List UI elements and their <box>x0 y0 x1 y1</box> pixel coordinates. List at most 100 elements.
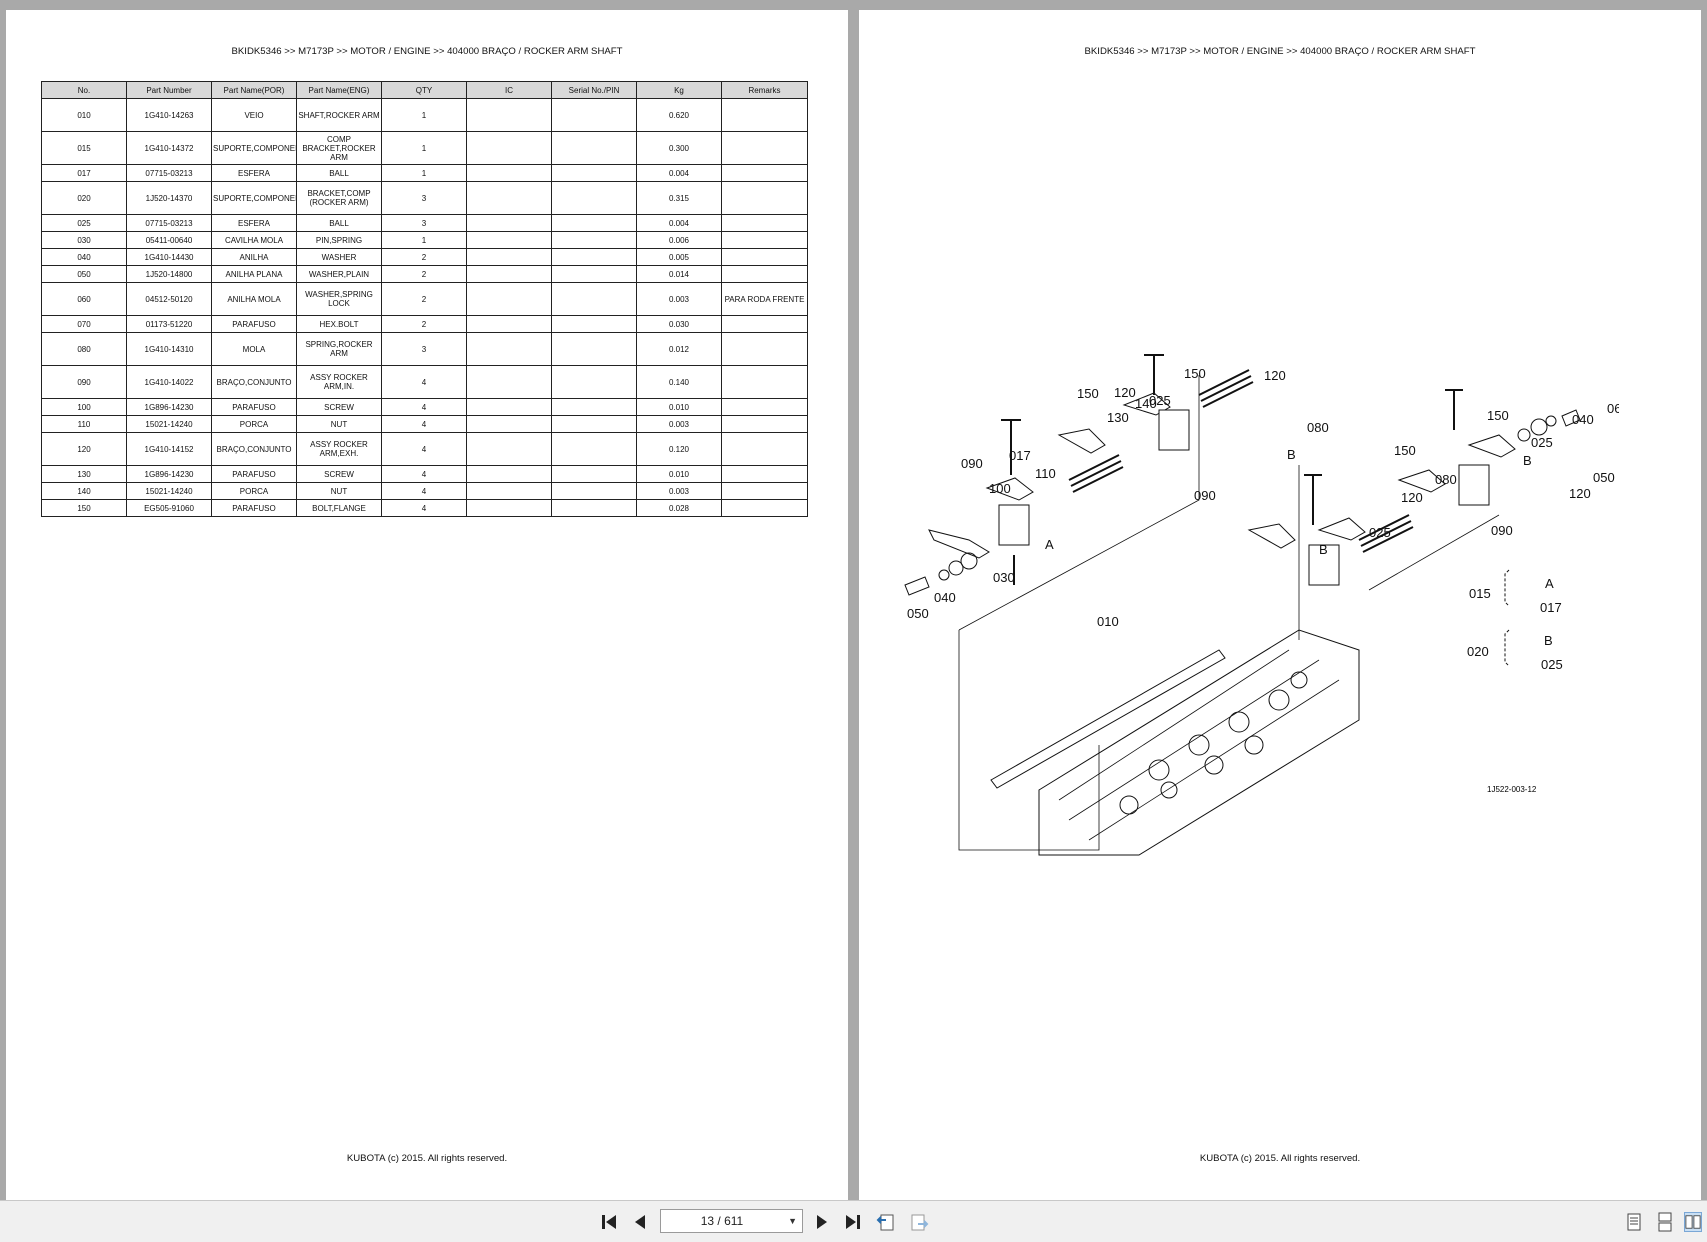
table-cell-eng: SCREW <box>296 398 382 416</box>
part-callout: 150 <box>1184 366 1206 381</box>
table-cell-qty: 2 <box>381 282 467 316</box>
column-header: QTY <box>381 81 467 99</box>
table-cell-part: 07715-03213 <box>126 214 212 232</box>
table-cell-eng: PIN,SPRING <box>296 231 382 249</box>
table-cell-ic <box>466 499 552 517</box>
table-cell-no: 090 <box>41 365 127 399</box>
table-cell-por: BRAÇO,CONJUNTO <box>211 365 297 399</box>
part-callout: 110 <box>1035 466 1056 481</box>
table-cell-serial <box>551 164 637 182</box>
part-callout: 140 <box>1135 396 1157 411</box>
table-cell-ic <box>466 231 552 249</box>
table-cell-remarks <box>721 164 808 182</box>
table-cell-part: 1G896-14230 <box>126 465 212 483</box>
table-cell-qty: 3 <box>381 214 467 232</box>
table-cell-qty: 3 <box>381 332 467 366</box>
table-cell-part: 1G410-14263 <box>126 98 212 132</box>
table-cell-remarks <box>721 465 808 483</box>
table-cell-no: 010 <box>41 98 127 132</box>
table-cell-serial <box>551 98 637 132</box>
table-cell-no: 015 <box>41 131 127 165</box>
chevron-down-icon[interactable]: ▼ <box>788 1216 797 1226</box>
part-callout: 080 <box>1307 420 1329 435</box>
table-cell-qty: 4 <box>381 465 467 483</box>
table-cell-remarks <box>721 415 808 433</box>
table-cell-kg: 0.005 <box>636 248 722 266</box>
table-cell-no: 050 <box>41 265 127 283</box>
table-cell-part: 05411-00640 <box>126 231 212 249</box>
table-cell-por: ANILHA <box>211 248 297 266</box>
table-cell-ic <box>466 482 552 500</box>
table-cell-qty: 4 <box>381 432 467 466</box>
table-cell-part: 1J520-14370 <box>126 181 212 215</box>
table-cell-no: 110 <box>41 415 127 433</box>
table-cell-qty: 2 <box>381 248 467 266</box>
table-cell-no: 140 <box>41 482 127 500</box>
part-callout: 150 <box>1394 443 1416 458</box>
table-cell-eng: BOLT,FLANGE <box>296 499 382 517</box>
last-page-icon[interactable] <box>842 1213 862 1231</box>
table-cell-kg: 0.003 <box>636 415 722 433</box>
table-cell-remarks <box>721 131 808 165</box>
table-cell-part: 01173-51220 <box>126 315 212 333</box>
part-callout: 100 <box>989 481 1011 496</box>
part-callout: 025 <box>1149 393 1171 408</box>
part-callout: 025 <box>1531 435 1553 450</box>
part-callout: 050 <box>907 606 929 621</box>
part-callout: 090 <box>1491 523 1513 538</box>
table-cell-remarks <box>721 432 808 466</box>
table-cell-por: MOLA <box>211 332 297 366</box>
table-cell-kg: 0.300 <box>636 131 722 165</box>
table-cell-por: PARAFUSO <box>211 315 297 333</box>
next-page-icon[interactable] <box>812 1213 832 1231</box>
table-cell-no: 040 <box>41 248 127 266</box>
go-forward-icon[interactable] <box>908 1211 930 1233</box>
part-callout: 010 <box>1097 614 1119 629</box>
table-cell-kg: 0.010 <box>636 465 722 483</box>
table-cell-no: 025 <box>41 214 127 232</box>
table-cell-qty: 4 <box>381 398 467 416</box>
table-cell-remarks <box>721 265 808 283</box>
table-cell-eng: BALL <box>296 214 382 232</box>
go-back-icon[interactable] <box>875 1211 897 1233</box>
table-cell-por: PARAFUSO <box>211 465 297 483</box>
table-cell-no: 020 <box>41 181 127 215</box>
part-callout: 017 <box>1540 600 1562 615</box>
table-cell-eng: SHAFT,ROCKER ARM <box>296 98 382 132</box>
table-cell-ic <box>466 398 552 416</box>
part-callout: 025 <box>1541 657 1563 672</box>
table-cell-remarks: PARA RODA FRENTE <box>721 282 808 316</box>
table-cell-part: 1G410-14310 <box>126 332 212 366</box>
table-cell-serial <box>551 131 637 165</box>
table-cell-por: ESFERA <box>211 164 297 182</box>
two-page-view-icon[interactable] <box>1684 1212 1702 1232</box>
part-callout: 017 <box>1009 448 1031 463</box>
single-page-view-icon[interactable] <box>1625 1212 1643 1232</box>
column-header: Serial No./PIN <box>551 81 637 99</box>
table-cell-por: PORCA <box>211 482 297 500</box>
page-number-field[interactable]: 13 / 611 ▼ <box>660 1209 803 1233</box>
table-cell-part: EG505-91060 <box>126 499 212 517</box>
table-cell-por: SUPORTE,COMPONENTE <box>211 181 297 215</box>
table-cell-kg: 0.003 <box>636 282 722 316</box>
table-cell-kg: 0.014 <box>636 265 722 283</box>
table-cell-qty: 4 <box>381 365 467 399</box>
table-cell-ic <box>466 131 552 165</box>
first-page-icon[interactable] <box>600 1213 620 1231</box>
table-cell-ic <box>466 164 552 182</box>
table-cell-serial <box>551 315 637 333</box>
part-callout: 015 <box>1469 586 1491 601</box>
table-cell-remarks <box>721 181 808 215</box>
previous-page-icon[interactable] <box>630 1213 650 1231</box>
table-cell-por: BRAÇO,CONJUNTO <box>211 432 297 466</box>
table-cell-part: 1J520-14800 <box>126 265 212 283</box>
continuous-view-icon[interactable] <box>1656 1212 1674 1232</box>
table-cell-serial <box>551 482 637 500</box>
part-callout: 040 <box>934 590 956 605</box>
